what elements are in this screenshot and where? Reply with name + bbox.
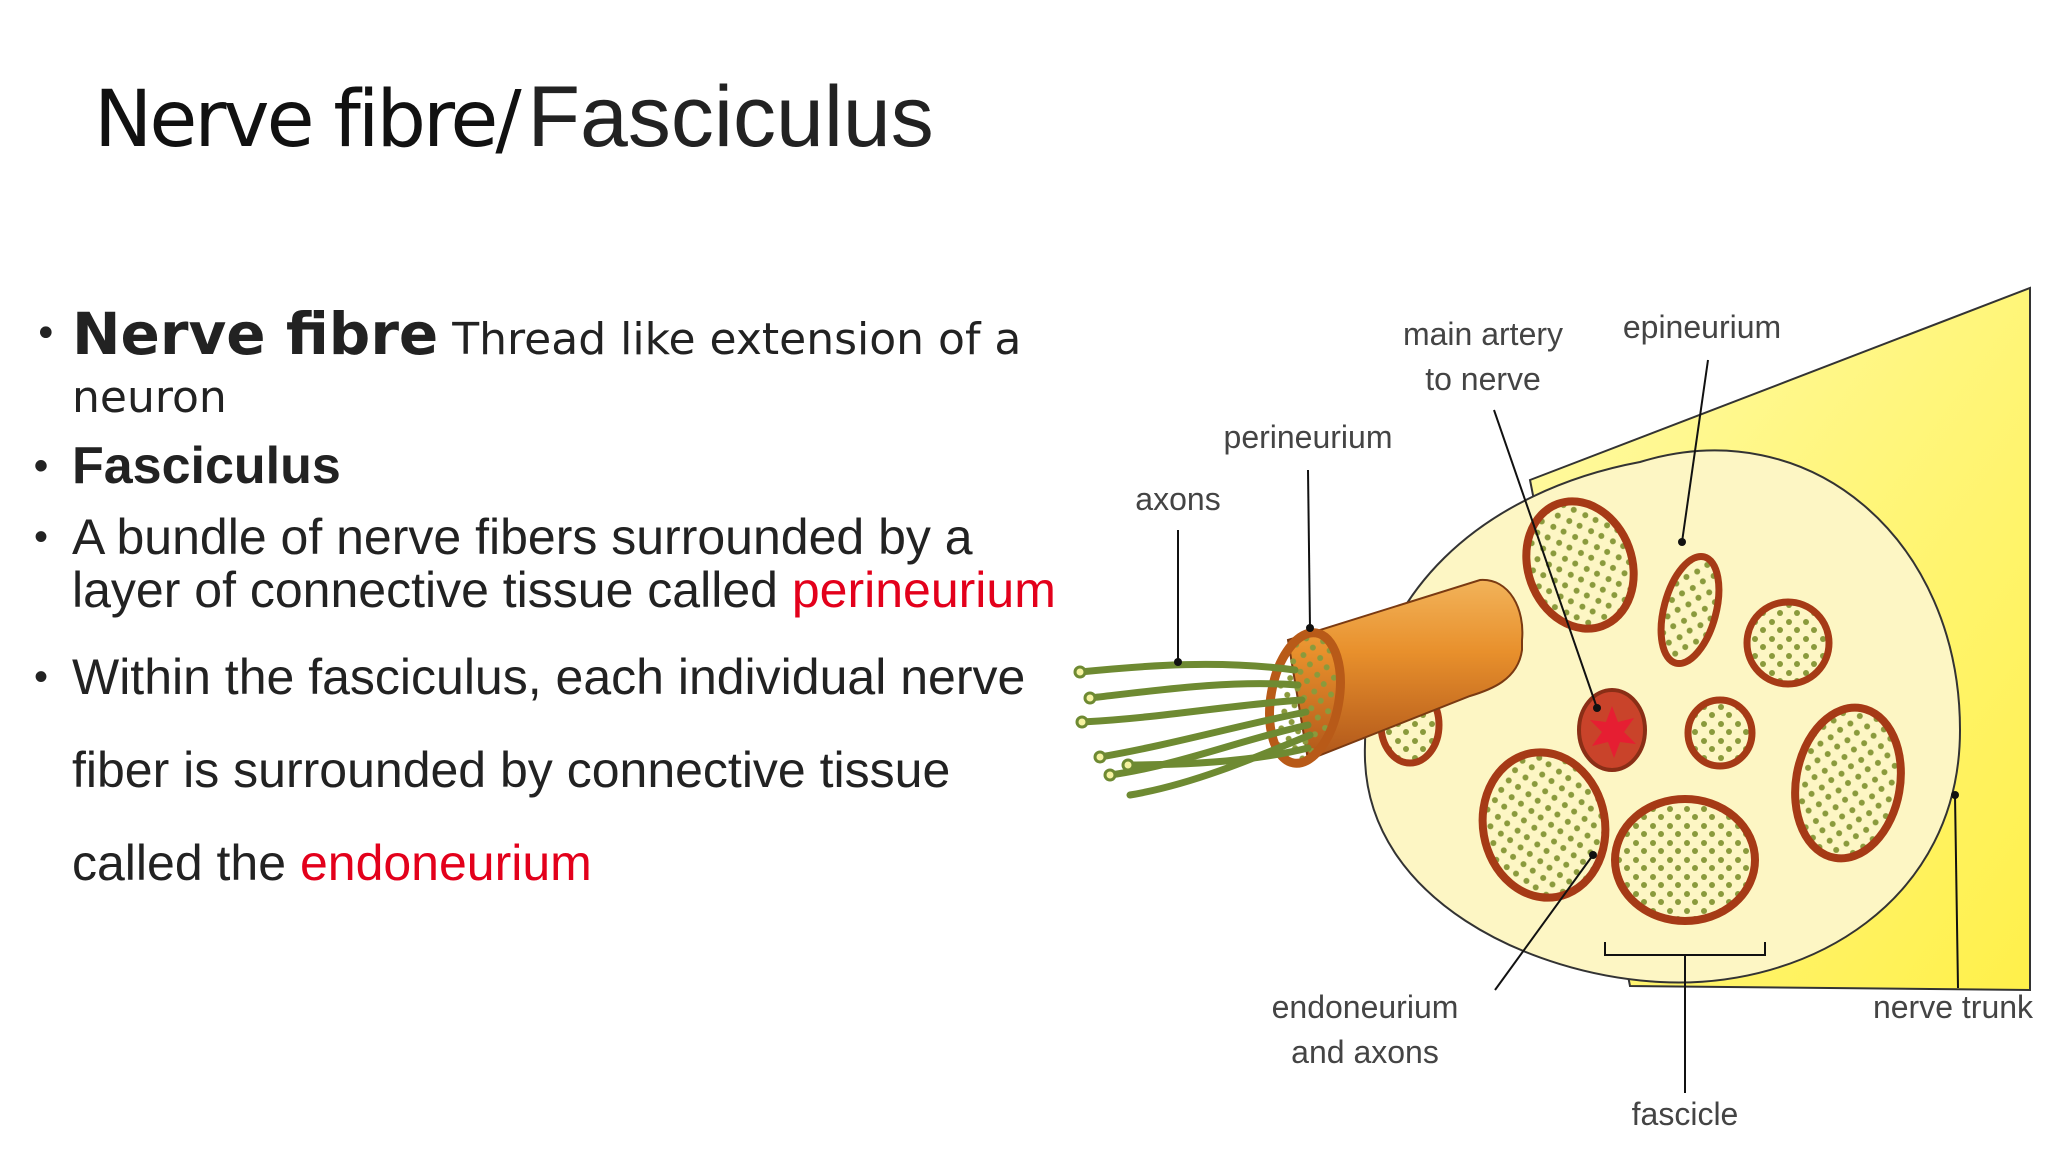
label-endoneurium-line1: endoneurium: [1272, 989, 1459, 1025]
title-part-1: Nerve fibre/: [94, 75, 522, 165]
fascicle: [1684, 696, 1756, 770]
fascicle: [1478, 748, 1610, 902]
leader-lines: [1177, 359, 1959, 1093]
label-axons: axons: [1135, 481, 1220, 517]
label-perineurium: perineurium: [1224, 419, 1393, 455]
bullet-dot: •: [34, 515, 49, 559]
fascicle: [1743, 598, 1833, 688]
fascicle: [1522, 497, 1638, 633]
bundle-text: A bundle of nerve fibers surrounded by a…: [72, 509, 973, 618]
fascicle: [1657, 552, 1723, 668]
bullet-list: • Nerve fibre Thread like extension of a…: [30, 305, 1070, 910]
term-fasciculus: Fasciculus: [72, 437, 341, 495]
label-endoneurium-line2: and axons: [1291, 1034, 1439, 1070]
definition-nerve-fibre: Thread like extension of a neuron: [72, 314, 1022, 423]
bullet-dot: •: [34, 655, 49, 699]
nerve-anatomy-diagram: main artery to nerve epineurium perineur…: [1073, 286, 2034, 1132]
bullet-nerve-fibre: • Nerve fibre Thread like extension of a…: [30, 305, 1070, 427]
axon-strands: [1076, 660, 1314, 799]
axon-tips: [1073, 665, 1135, 782]
label-fascicle: fascicle: [1632, 1096, 1739, 1132]
leader-dots: [1174, 538, 1959, 859]
slide-title: Nerve fibre/ Fasciculus: [94, 70, 934, 165]
fascicle: [1611, 795, 1759, 925]
term-nerve-fibre: Nerve fibre: [72, 300, 439, 368]
label-epineurium: epineurium: [1623, 309, 1781, 345]
title-part-2: Fasciculus: [527, 69, 934, 165]
bullet-fasciculus: • Fasciculus: [30, 435, 1070, 497]
perineurium-highlight: perineurium: [791, 562, 1056, 618]
main-artery: [1577, 688, 1647, 772]
label-main-artery-line2: to nerve: [1425, 361, 1541, 397]
bullet-within: • Within the fasciculus, each individual…: [30, 631, 1070, 910]
bullet-bundle: • A bundle of nerve fibers surrounded by…: [30, 511, 1070, 617]
label-main-artery-line1: main artery: [1403, 316, 1563, 352]
bullet-dot: •: [34, 444, 49, 488]
label-nerve-trunk: nerve trunk: [1873, 989, 2034, 1025]
within-text: Within the fasciculus, each individual n…: [72, 649, 1026, 891]
bullet-dot: •: [34, 311, 58, 357]
endoneurium-highlight: endoneurium: [299, 835, 592, 891]
fascicle: [1791, 703, 1905, 863]
